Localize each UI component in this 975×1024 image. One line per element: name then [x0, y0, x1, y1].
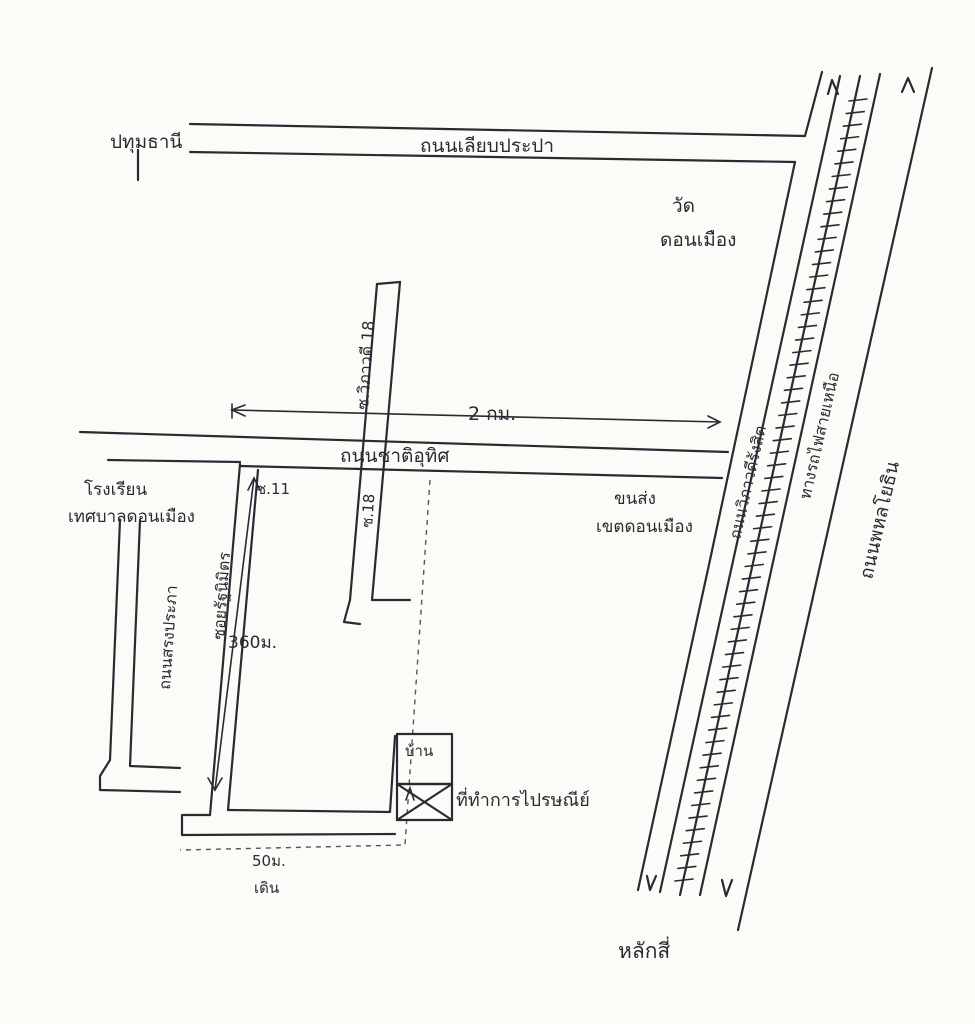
label-soi-lane: ซ.วิภาวดี 18: [353, 320, 378, 410]
post-office-building: [395, 732, 454, 822]
label-distance-2km: 2 กม.: [468, 403, 516, 425]
main-highway: [636, 66, 934, 932]
label-school-1: โรงเรียน: [84, 479, 147, 500]
label-road-top: ถนนเลียบประปา: [420, 135, 554, 157]
label-soi-11: ซ.11: [256, 480, 290, 498]
label-road-middle: ถนนชาติอุทิศ: [340, 445, 449, 468]
arrow-up-right: [900, 76, 916, 94]
label-post-office: ที่ทำการไปรษณีย์: [456, 787, 590, 811]
middle-road: [78, 403, 730, 480]
label-temple-1: วัด: [672, 195, 695, 217]
arrow-up-left: [826, 78, 840, 96]
top-road: [136, 122, 807, 182]
left-loop-road: [98, 518, 182, 794]
label-walk: เดิน: [254, 879, 279, 897]
label-house: บ้าน: [405, 742, 433, 760]
label-vibhavadi: ถนนวิภาวดีรังสิต: [725, 424, 770, 541]
railway-ties: [674, 98, 868, 882]
label-school-2: เทศบาลดอนเมือง: [68, 507, 195, 527]
label-distance-50m: 50ม.: [252, 852, 286, 870]
office-road: [179, 462, 431, 851]
label-soi-18: ซ.18: [358, 493, 378, 528]
label-depot-2: เขตดอนเมือง: [596, 517, 693, 537]
vertical-soi: [342, 280, 412, 626]
label-canal-road: ถนนสรงประภา: [155, 585, 181, 691]
label-phahonyothin: ถนนพหลโยธิน: [854, 459, 903, 581]
arrow-down-left: [645, 874, 658, 892]
label-pathum-thani: ปทุมธานี: [110, 131, 182, 154]
label-railway: ทางรถไฟสายเหนือ: [795, 370, 843, 501]
label-laksi: หลักสี่: [618, 936, 670, 963]
label-depot-1: ขนส่ง: [614, 489, 656, 509]
label-soi-road-vertical: ซอยรัฐนิมิตร: [209, 551, 234, 640]
label-temple-2: ดอนเมือง: [660, 229, 736, 251]
arrow-down-right: [720, 878, 734, 898]
label-distance-360m: 360ม.: [228, 633, 277, 653]
